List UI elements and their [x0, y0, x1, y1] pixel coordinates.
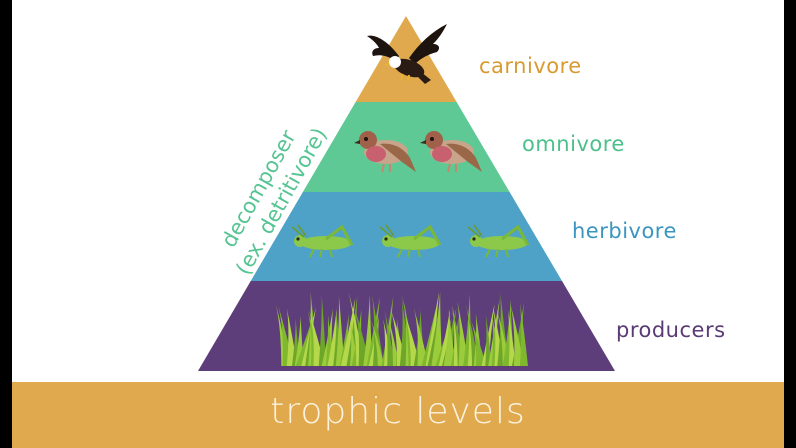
- footer-title: trophic levels: [12, 391, 784, 432]
- label-herbivore: herbivore: [572, 219, 677, 243]
- label-carnivore: carnivore: [479, 54, 582, 78]
- slide: carnivore omnivore herbivore producers d…: [12, 0, 784, 448]
- label-omnivore: omnivore: [522, 132, 625, 156]
- footer-bar: trophic levels: [12, 382, 784, 448]
- label-producers: producers: [616, 318, 726, 342]
